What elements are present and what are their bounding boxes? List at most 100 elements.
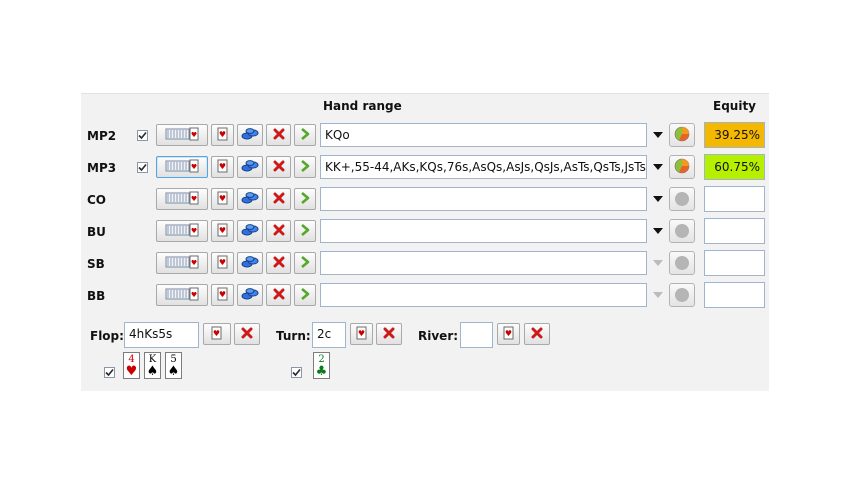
clear-range-button[interactable] bbox=[266, 156, 291, 178]
flop-input[interactable]: 4hKs5s bbox=[124, 322, 199, 348]
card-picker-button[interactable]: ♥ bbox=[211, 156, 234, 178]
next-arrow-icon bbox=[300, 287, 310, 303]
range-matrix-button[interactable]: ♥ bbox=[156, 252, 208, 274]
clear-x-icon bbox=[273, 160, 285, 175]
clear-x-icon bbox=[273, 224, 285, 239]
card-rank: 2 bbox=[318, 354, 325, 365]
flop-clear-button[interactable] bbox=[234, 323, 260, 345]
hand-range-input[interactable] bbox=[320, 283, 647, 307]
random-range-button[interactable] bbox=[237, 252, 263, 274]
hand-range-input[interactable]: KK+,55-44,AKs,KQs,76s,AsQs,AsJs,QsJs,AsT… bbox=[320, 155, 647, 179]
next-button[interactable] bbox=[294, 156, 316, 178]
card-picker-icon: ♥ bbox=[215, 255, 231, 272]
card-picker-icon: ♥ bbox=[501, 326, 517, 343]
next-button[interactable] bbox=[294, 220, 316, 242]
flop-cards-checkbox[interactable] bbox=[104, 367, 115, 378]
next-arrow-icon bbox=[300, 191, 310, 207]
clear-range-button[interactable] bbox=[266, 124, 291, 146]
turn-clear-button[interactable] bbox=[376, 323, 402, 345]
clear-x-icon bbox=[273, 256, 285, 271]
next-button[interactable] bbox=[294, 124, 316, 146]
next-button[interactable] bbox=[294, 252, 316, 274]
range-matrix-button[interactable]: ♥ bbox=[156, 156, 208, 178]
next-button[interactable] bbox=[294, 284, 316, 306]
hand-range-input[interactable] bbox=[320, 187, 647, 211]
chevron-down-icon bbox=[653, 132, 663, 138]
equity-value: 39.25% bbox=[704, 122, 765, 148]
equity-button[interactable] bbox=[669, 251, 695, 275]
equity-pie-icon bbox=[674, 126, 690, 145]
range-matrix-icon: ♥ bbox=[165, 255, 199, 272]
svg-text:♥: ♥ bbox=[191, 163, 197, 171]
clear-range-button[interactable] bbox=[266, 188, 291, 210]
equity-button[interactable] bbox=[669, 219, 695, 243]
equity-disabled-icon bbox=[675, 224, 689, 238]
svg-text:♥: ♥ bbox=[191, 131, 197, 139]
player-label-bb: BB bbox=[87, 289, 106, 303]
svg-text:♥: ♥ bbox=[218, 290, 225, 299]
next-button[interactable] bbox=[294, 188, 316, 210]
player-checkbox[interactable] bbox=[137, 130, 148, 141]
player-label-mp2: MP2 bbox=[87, 129, 117, 143]
clear-range-button[interactable] bbox=[266, 220, 291, 242]
range-dropdown[interactable] bbox=[650, 283, 666, 307]
equity-value bbox=[704, 250, 765, 276]
flop-card-picker-button[interactable]: ♥ bbox=[203, 323, 231, 345]
turn-input[interactable]: 2c bbox=[312, 322, 346, 348]
range-matrix-button[interactable]: ♥ bbox=[156, 284, 208, 306]
equity-button[interactable] bbox=[669, 283, 695, 307]
hand-range-input[interactable] bbox=[320, 219, 647, 243]
random-range-button[interactable] bbox=[237, 156, 263, 178]
chevron-down-icon bbox=[653, 260, 663, 266]
card-rank: K bbox=[148, 354, 157, 365]
chevron-down-icon bbox=[653, 228, 663, 234]
clear-x-icon bbox=[273, 288, 285, 303]
equity-pie-icon bbox=[674, 158, 690, 177]
random-range-button[interactable] bbox=[237, 188, 263, 210]
range-matrix-button[interactable]: ♥ bbox=[156, 188, 208, 210]
random-range-button[interactable] bbox=[237, 284, 263, 306]
card-picker-button[interactable]: ♥ bbox=[211, 220, 234, 242]
random-range-button[interactable] bbox=[237, 124, 263, 146]
svg-text:♥: ♥ bbox=[191, 291, 197, 299]
card-picker-icon: ♥ bbox=[354, 326, 370, 343]
player-checkbox[interactable] bbox=[137, 162, 148, 173]
card-picker-button[interactable]: ♥ bbox=[211, 188, 234, 210]
board-card: 5♠ bbox=[165, 352, 182, 379]
river-input[interactable] bbox=[460, 322, 493, 348]
range-matrix-button[interactable]: ♥ bbox=[156, 220, 208, 242]
card-picker-button[interactable]: ♥ bbox=[211, 124, 234, 146]
river-label: River: bbox=[418, 329, 459, 343]
range-dropdown[interactable] bbox=[650, 187, 666, 211]
range-dropdown[interactable] bbox=[650, 251, 666, 275]
equity-button[interactable] bbox=[669, 123, 695, 147]
card-picker-icon: ♥ bbox=[215, 287, 231, 304]
chevron-down-icon bbox=[653, 292, 663, 298]
river-clear-button[interactable] bbox=[524, 323, 550, 345]
equity-button[interactable] bbox=[669, 187, 695, 211]
range-matrix-button[interactable]: ♥ bbox=[156, 124, 208, 146]
hand-range-input[interactable] bbox=[320, 251, 647, 275]
random-range-button[interactable] bbox=[237, 220, 263, 242]
range-dropdown[interactable] bbox=[650, 123, 666, 147]
equity-button[interactable] bbox=[669, 155, 695, 179]
svg-text:♥: ♥ bbox=[218, 130, 225, 139]
range-matrix-icon: ♥ bbox=[165, 191, 199, 208]
turn-card-picker-button[interactable]: ♥ bbox=[350, 323, 373, 345]
card-picker-button[interactable]: ♥ bbox=[211, 252, 234, 274]
clear-range-button[interactable] bbox=[266, 252, 291, 274]
equity-disabled-icon bbox=[675, 256, 689, 270]
random-chips-icon bbox=[241, 287, 259, 304]
player-label-sb: SB bbox=[87, 257, 105, 271]
turn-cards-checkbox[interactable] bbox=[291, 367, 302, 378]
card-picker-button[interactable]: ♥ bbox=[211, 284, 234, 306]
range-dropdown[interactable] bbox=[650, 155, 666, 179]
hand-range-input[interactable]: KQo bbox=[320, 123, 647, 147]
range-dropdown[interactable] bbox=[650, 219, 666, 243]
svg-text:♥: ♥ bbox=[213, 329, 220, 338]
river-card-picker-button[interactable]: ♥ bbox=[497, 323, 520, 345]
clear-x-icon bbox=[273, 128, 285, 143]
equity-disabled-icon bbox=[675, 192, 689, 206]
clear-range-button[interactable] bbox=[266, 284, 291, 306]
clear-x-icon bbox=[383, 327, 395, 342]
